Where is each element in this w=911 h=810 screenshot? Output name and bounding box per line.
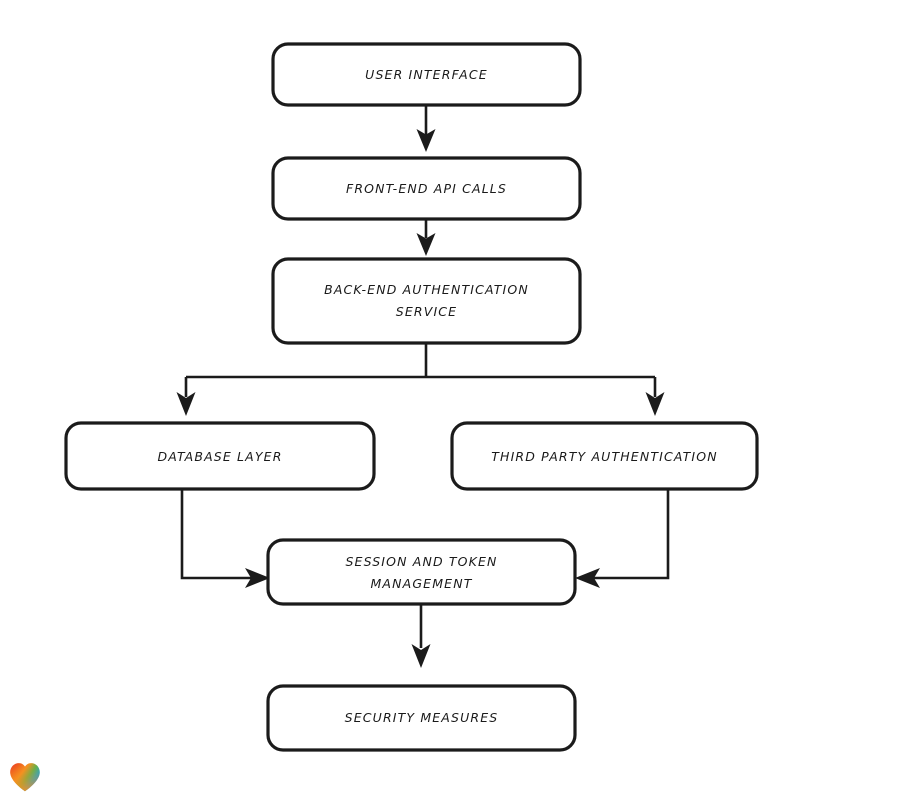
- node-user-interface-label: USER INTERFACE: [365, 67, 488, 82]
- node-database-layer[interactable]: DATABASE LAYER: [64, 421, 376, 491]
- node-user-interface-box[interactable]: [271, 42, 582, 107]
- node-security-measures-box[interactable]: [266, 684, 577, 752]
- node-front-end-api-calls[interactable]: FRONT-END API CALLS: [271, 156, 582, 221]
- node-back-end-auth-service-box[interactable]: [271, 257, 582, 345]
- node-security-measures-label: SECURITY MEASURES: [345, 710, 499, 725]
- edge-back-end-to-third-party-auth: [645, 377, 665, 416]
- node-database-layer-label: DATABASE LAYER: [157, 449, 282, 464]
- edge-user-interface-to-front-end: [416, 105, 436, 152]
- node-session-token-mgmt-box[interactable]: [266, 538, 577, 606]
- edge-database-layer-to-session-token: [180, 489, 270, 588]
- node-user-interface[interactable]: USER INTERFACE: [271, 42, 582, 107]
- node-third-party-auth-box[interactable]: [450, 421, 759, 491]
- node-third-party-auth-label: THIRD PARTY AUTHENTICATION: [491, 449, 718, 464]
- node-back-end-auth-service-label-line1: BACK-END AUTHENTICATION: [324, 282, 529, 297]
- node-security-measures[interactable]: SECURITY MEASURES: [266, 684, 577, 752]
- edge-session-token-to-security-measures: [411, 604, 431, 668]
- edge-third-party-auth-to-session-token: [575, 489, 670, 588]
- node-back-end-auth-service[interactable]: BACK-END AUTHENTICATION SERVICE: [271, 257, 582, 345]
- node-session-token-mgmt-label-line2: MANAGEMENT: [371, 576, 473, 591]
- edge-back-end-split-bar: [186, 343, 655, 379]
- node-back-end-auth-service-label-line2: SERVICE: [396, 304, 457, 319]
- node-third-party-auth[interactable]: THIRD PARTY AUTHENTICATION: [450, 421, 759, 491]
- node-session-token-mgmt[interactable]: SESSION AND TOKEN MANAGEMENT: [266, 538, 577, 606]
- heart-icon: [9, 762, 41, 792]
- node-front-end-api-calls-label: FRONT-END API CALLS: [346, 181, 507, 196]
- heart-icon-glyph: [10, 763, 40, 792]
- edge-front-end-to-back-end: [416, 219, 436, 256]
- node-session-token-mgmt-label-line1: SESSION AND TOKEN: [345, 554, 497, 569]
- node-front-end-api-calls-box[interactable]: [271, 156, 582, 221]
- edge-back-end-to-database-layer: [176, 377, 196, 416]
- node-database-layer-box[interactable]: [64, 421, 376, 491]
